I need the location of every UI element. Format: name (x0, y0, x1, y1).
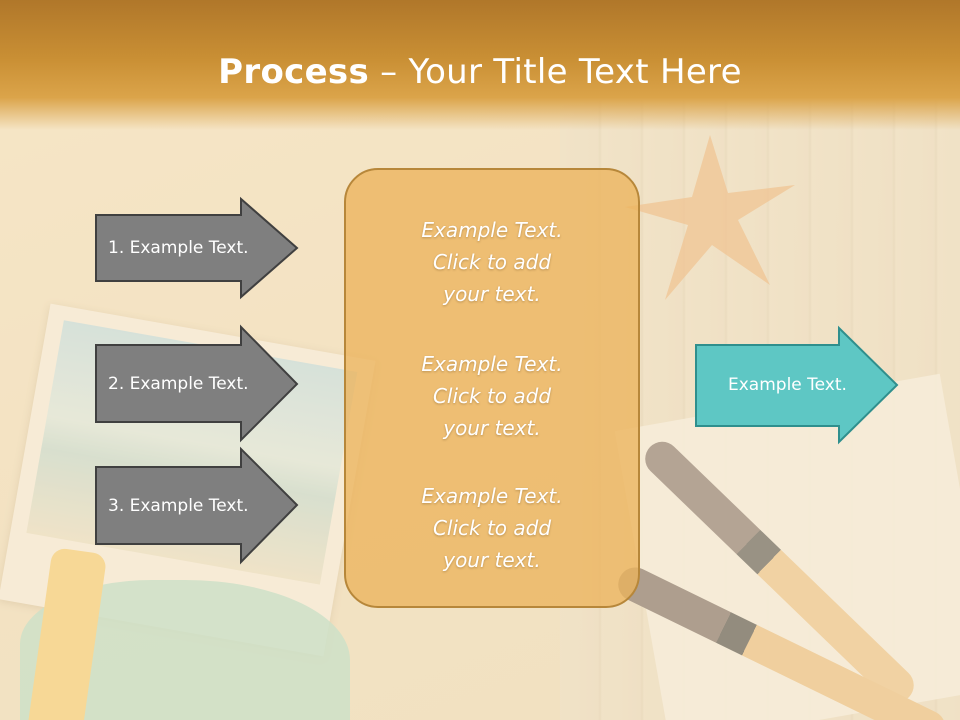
content-line: your text. (443, 548, 541, 572)
content-line: Example Text. (421, 484, 563, 508)
content-line: Click to add (432, 250, 552, 274)
arrow-shape-icon (95, 196, 299, 300)
content-line: your text. (443, 416, 541, 440)
result-label: Example Text. (728, 375, 847, 395)
title-bold: Process (218, 52, 370, 92)
content-box[interactable]: Example Text. Click to add your text. Ex… (344, 168, 640, 608)
content-text-block[interactable]: Example Text. Click to add your text. (346, 480, 638, 576)
step-arrow-3[interactable]: 3. Example Text. (95, 446, 299, 565)
arrow-shape-icon (95, 324, 299, 443)
step-label: 2. Example Text. (108, 373, 249, 394)
title-rest: – Your Title Text Here (369, 52, 742, 92)
content-text-block[interactable]: Example Text. Click to add your text. (346, 214, 638, 310)
content-line: your text. (443, 282, 541, 306)
arrow-shape-icon (95, 446, 299, 565)
content-line: Click to add (432, 516, 552, 540)
content-line: Click to add (432, 384, 552, 408)
slide-title[interactable]: Process – Your Title Text Here (0, 52, 960, 92)
starfish-image (625, 135, 795, 300)
step-arrow-2[interactable]: 2. Example Text. (95, 324, 299, 443)
result-arrow[interactable]: Example Text. (695, 325, 899, 445)
content-line: Example Text. (421, 352, 563, 376)
step-arrow-1[interactable]: 1. Example Text. (95, 196, 299, 300)
step-label: 3. Example Text. (108, 495, 249, 516)
content-line: Example Text. (421, 218, 563, 242)
title-bar (0, 0, 960, 130)
content-text-block[interactable]: Example Text. Click to add your text. (346, 348, 638, 444)
step-label: 1. Example Text. (108, 238, 249, 258)
arrow-shape-icon (695, 325, 899, 445)
